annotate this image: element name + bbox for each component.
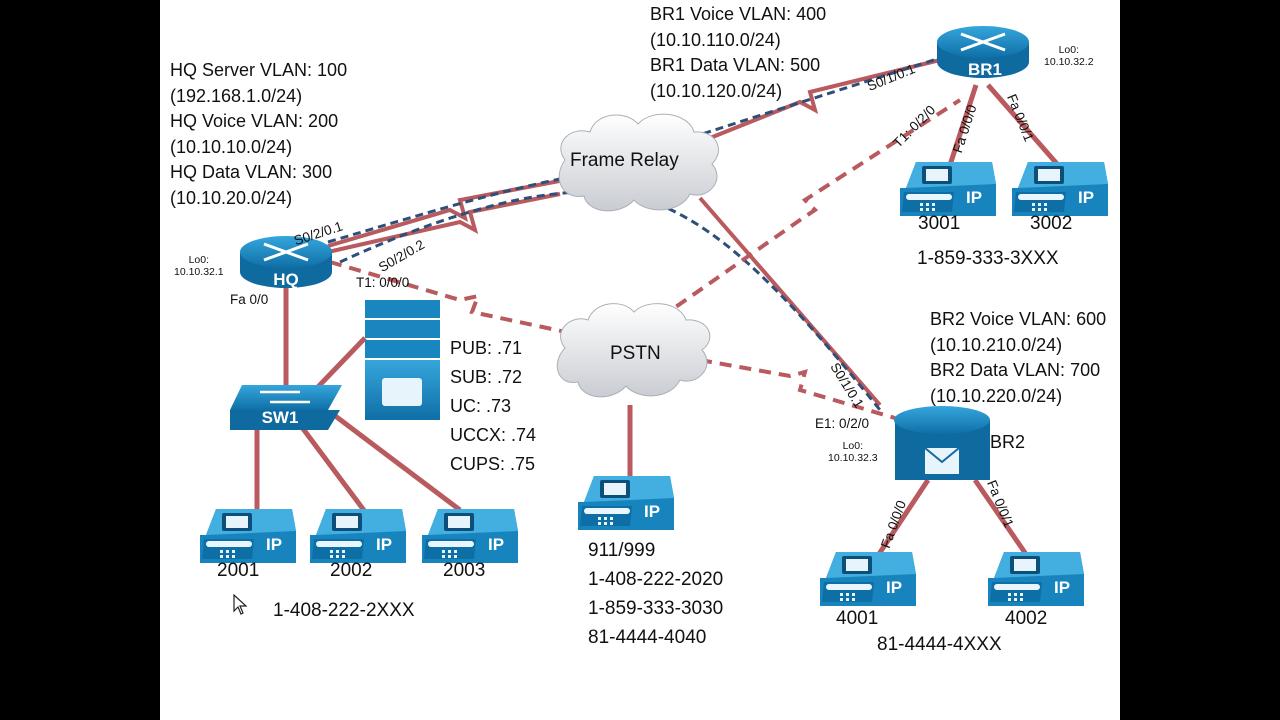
phone-4002-icon[interactable]	[988, 552, 1084, 606]
hq-router-name: HQ	[273, 270, 299, 289]
hq-fr-serial-2	[327, 192, 561, 254]
phone-4001-label: 4001	[836, 608, 879, 629]
phone-2001-label: 2001	[217, 560, 260, 581]
hq-port-t1: T1: 0/0/0	[356, 275, 410, 290]
pstn-number-list: 911/999 1-408-222-2020 1-859-333-3030 81…	[588, 540, 724, 648]
sw1-switch-icon[interactable]	[230, 385, 342, 430]
topology-slide: IP	[160, 0, 1120, 720]
br2-pstn-trunk	[699, 358, 896, 420]
mouse-cursor-icon	[233, 594, 248, 615]
br1-phone3001-link	[947, 84, 979, 166]
phone-2002-label: 2002	[330, 560, 373, 581]
br1-router-icon[interactable]	[937, 26, 1029, 78]
server-stack-icon[interactable]	[365, 300, 440, 420]
br2-router-icon[interactable]	[894, 406, 990, 480]
br1-vlan-list: BR1 Voice VLAN: 400 (10.10.110.0/24) BR1…	[650, 4, 827, 101]
hq-fr-serial-1	[327, 176, 576, 248]
br1-router-name: BR1	[967, 60, 1002, 79]
br1-loopback: Lo0: 10.10.32.2	[1044, 44, 1094, 68]
sw1-phone2002-link	[292, 416, 369, 515]
pstn-label: PSTN	[610, 343, 661, 364]
pstn-trunks	[329, 98, 962, 420]
br2-router-name: BR2	[990, 432, 1026, 452]
phone-3001-label: 3001	[918, 213, 961, 234]
hq-port-fa00: Fa 0/0	[230, 292, 269, 307]
phone-2003-label: 2003	[443, 560, 486, 581]
br1-phone3002-link	[986, 83, 1060, 167]
phone-3002-label: 3002	[1030, 213, 1073, 234]
hq-router-icon[interactable]	[240, 236, 332, 288]
phone-3002-icon[interactable]	[1012, 162, 1108, 216]
hq-br2-pvc	[339, 190, 581, 264]
br1-fr-serial	[704, 58, 941, 142]
br2-port-e1: E1: 0/2/0	[815, 416, 870, 431]
phone-2001-icon[interactable]	[200, 509, 296, 563]
server-list: PUB: .71 SUB: .72 UC: .73 UCCX: .74 CUPS…	[450, 338, 537, 474]
topology-diagram: IP	[200, 26, 1108, 606]
phone-3001-icon[interactable]	[900, 162, 996, 216]
sw1-phone2003-link	[328, 410, 462, 512]
sw1-switch-name: SW1	[261, 408, 299, 427]
br2-number-range: 81-4444-4XXX	[877, 634, 1002, 655]
br2-phone4001-link	[872, 478, 931, 562]
frame-relay-label: Frame Relay	[570, 150, 679, 171]
br1-number-range: 1-859-333-3XXX	[917, 248, 1059, 269]
phone-4002-label: 4002	[1005, 608, 1048, 629]
phone-4001-icon[interactable]	[820, 552, 916, 606]
lan-links	[254, 83, 1060, 562]
br2-loopback: Lo0: 10.10.32.3	[828, 440, 878, 464]
pstn-cloud	[556, 303, 711, 398]
phone-2003-icon[interactable]	[422, 509, 518, 563]
hq-vlan-list: HQ Server VLAN: 100 (192.168.1.0/24) HQ …	[170, 60, 348, 208]
hq-br1-pvc	[327, 173, 581, 244]
br1-pstn-trunk	[658, 98, 962, 320]
phone-2002-icon[interactable]	[310, 509, 406, 563]
hq-pstn-trunk	[329, 260, 581, 337]
serial-links	[327, 58, 941, 407]
pstn-phone-icon[interactable]	[578, 476, 674, 530]
hq-loopback: Lo0: 10.10.32.1	[174, 254, 224, 278]
br2-vlan-list: BR2 Voice VLAN: 600 (10.10.210.0/24) BR2…	[930, 309, 1107, 406]
hq-number-range: 1-408-222-2XXX	[273, 600, 415, 621]
sw1-servers-link	[313, 336, 367, 392]
br2-phone4002-link	[972, 478, 1033, 562]
br2-fr-serial	[698, 196, 882, 407]
frame-relay-cloud	[558, 113, 719, 212]
